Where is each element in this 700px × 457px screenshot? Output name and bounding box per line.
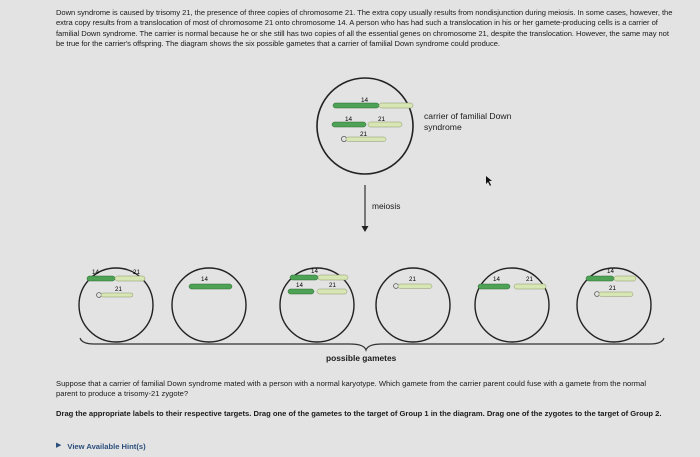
caret-right-icon: ▶ bbox=[56, 442, 62, 449]
question-text: Suppose that a carrier of familial Down … bbox=[56, 379, 647, 399]
meiosis-label: meiosis bbox=[372, 201, 401, 211]
cursor-icon bbox=[486, 176, 492, 186]
intro-paragraph: Down syndrome is caused by trisomy 21, t… bbox=[56, 8, 673, 49]
g1-label-21: 21 bbox=[133, 269, 140, 276]
gamete-6[interactable]: 14 21 bbox=[576, 267, 652, 343]
g3-label-14: 14 bbox=[311, 268, 318, 275]
parent-translocated-14 bbox=[332, 102, 380, 109]
view-hints-link[interactable]: ▶ View Available Hint(s) bbox=[56, 440, 146, 452]
chrom-label-21b: 21 bbox=[360, 131, 368, 138]
chrom-label-21a: 21 bbox=[378, 116, 386, 123]
parent-second-21 bbox=[345, 136, 387, 142]
gamete-5[interactable]: 14 21 bbox=[474, 267, 550, 343]
gametes-brace bbox=[79, 337, 665, 352]
parent-normal-14 bbox=[331, 121, 367, 128]
carrier-label: carrier of familial Down syndrome bbox=[424, 111, 512, 132]
gamete-2[interactable]: 14 bbox=[171, 267, 247, 343]
carrier-parent-cell: 14 14 21 21 bbox=[316, 77, 414, 175]
g6-label-21: 21 bbox=[609, 285, 616, 292]
parent-normal-21 bbox=[367, 121, 403, 128]
parent-translocated-21 bbox=[378, 102, 414, 109]
g1-label-14: 14 bbox=[92, 269, 99, 276]
g6-label-14: 14 bbox=[607, 268, 614, 275]
gametes-label: possible gametes bbox=[326, 353, 397, 363]
gamete-3[interactable]: 14 14 21 bbox=[279, 267, 355, 343]
g2-label-14: 14 bbox=[201, 276, 208, 283]
g4-label-21: 21 bbox=[409, 276, 416, 283]
chrom-label-14b: 14 bbox=[345, 116, 353, 123]
meiosis-arrowhead bbox=[361, 226, 369, 232]
g3-label-21: 21 bbox=[329, 282, 336, 289]
g3-label-14b: 14 bbox=[296, 282, 303, 289]
g5-label-14: 14 bbox=[493, 276, 500, 283]
gamete-4[interactable]: 21 bbox=[375, 267, 451, 343]
g5-label-21: 21 bbox=[526, 276, 533, 283]
view-hints-label: View Available Hint(s) bbox=[67, 441, 146, 451]
chrom-label-14: 14 bbox=[361, 97, 369, 104]
gamete-1[interactable]: 14 21 21 bbox=[78, 267, 154, 343]
g1-label-21b: 21 bbox=[115, 286, 122, 293]
instructions-text: Drag the appropriate labels to their res… bbox=[56, 409, 662, 418]
